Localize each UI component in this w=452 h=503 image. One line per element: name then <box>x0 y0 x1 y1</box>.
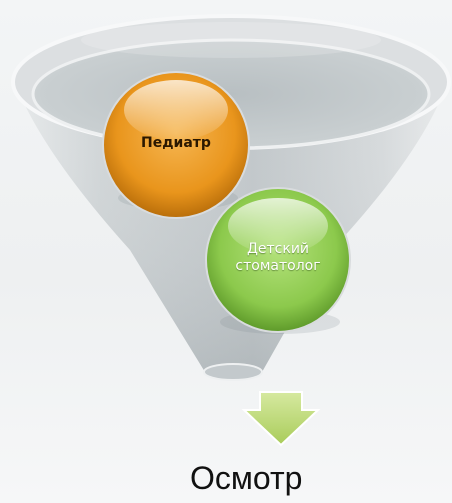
dentist-ball <box>205 187 351 334</box>
pediatr-ball <box>102 71 250 219</box>
result-label: Осмотр <box>190 460 303 496</box>
down-arrow-icon <box>241 391 321 447</box>
funnel-spout <box>203 363 263 381</box>
stage-label-dentist: Детский стоматолог <box>235 240 321 275</box>
stage-label-pediatr: Педиатр <box>141 135 211 152</box>
funnel-rim-highlight <box>81 22 381 58</box>
